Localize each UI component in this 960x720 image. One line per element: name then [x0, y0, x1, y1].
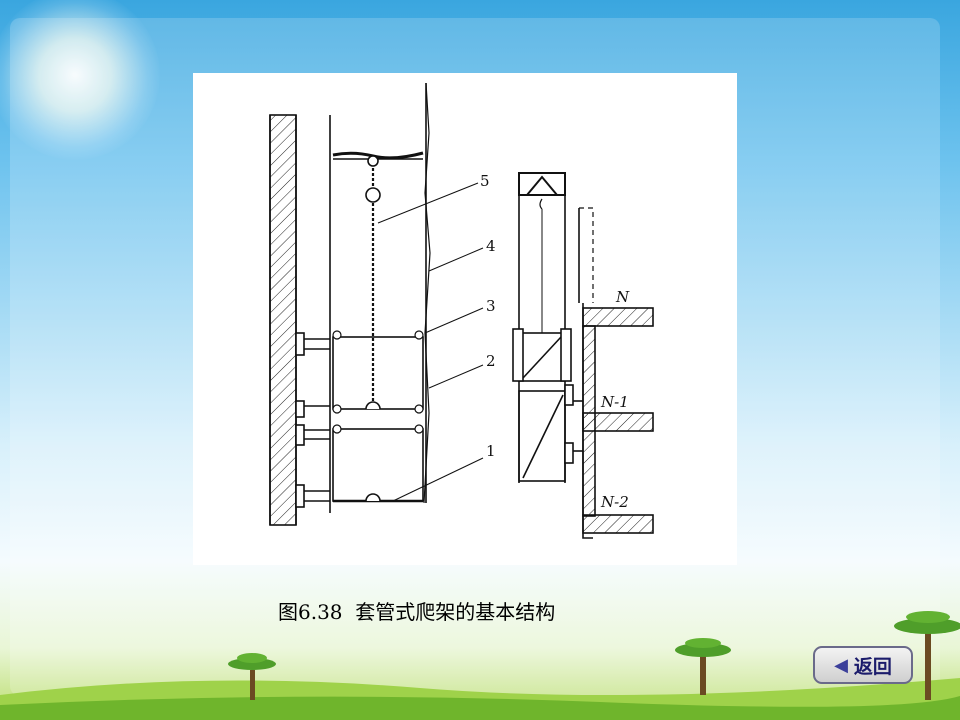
lower-frame — [332, 428, 424, 502]
climbing-scaffold-diagram: 5 4 3 2 1 — [269, 82, 654, 539]
part-label-1: 1 — [486, 442, 496, 460]
concrete-wall — [269, 114, 297, 526]
tree-left — [228, 653, 276, 700]
part-label-5: 5 — [480, 172, 490, 190]
floor-label-n-1: N-1 — [600, 393, 629, 411]
joint-circles — [332, 330, 424, 434]
part-label-3: 3 — [486, 297, 496, 315]
floor-label-n-2: N-2 — [600, 493, 629, 511]
figure-frame: 5 4 3 2 1 — [193, 73, 737, 565]
tree-right — [675, 611, 960, 700]
landscape-decoration — [0, 611, 960, 720]
right-view — [512, 172, 654, 539]
part-label-2: 2 — [486, 352, 496, 370]
top-beam — [332, 151, 424, 160]
leader-lines — [377, 182, 484, 502]
upper-frame — [332, 336, 424, 410]
part-label-4: 4 — [486, 237, 496, 255]
sun-glow — [0, 0, 160, 160]
figure-caption: 图6.38 套管式爬架的基本结构 — [278, 600, 556, 624]
lower-cross-frame — [518, 390, 566, 482]
left-triangle-icon: ◀ — [834, 654, 848, 676]
back-button[interactable]: ◀ 返回 — [813, 646, 913, 684]
back-button-label: 返回 — [853, 655, 892, 678]
wall-brackets — [295, 332, 330, 508]
left-view — [269, 82, 484, 526]
floor-label-n: N — [615, 288, 630, 306]
